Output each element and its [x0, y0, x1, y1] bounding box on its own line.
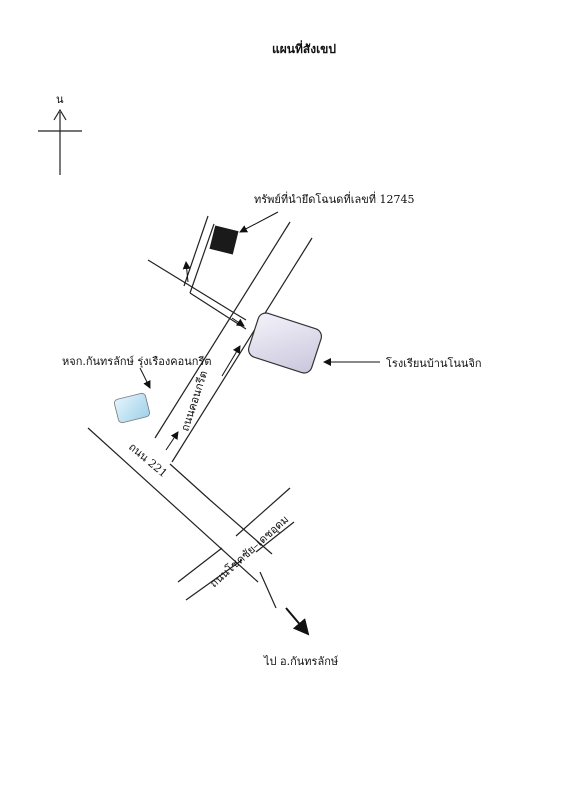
property-marker: [209, 225, 239, 255]
to-district-arrow: [285, 607, 310, 636]
company-pointer: [139, 367, 151, 389]
cross-road: [177, 487, 295, 609]
north-label: น: [56, 93, 64, 106]
school-label: โรงเรียนบ้านโนนจิก: [386, 357, 482, 370]
property-label: ทรัพย์ที่นำยึดโฉนดที่เลขที่ 12745: [254, 193, 415, 206]
route-arrow-2: [221, 345, 241, 377]
school-building: [247, 312, 323, 374]
concrete-road: [154, 221, 313, 463]
concrete-road-label: ถนนคอนกรีต: [178, 369, 210, 433]
route-arrow-3: [231, 317, 245, 327]
property-pointer: [239, 211, 279, 233]
to-district-label: ไป อ.กันทรลักษ์: [264, 655, 339, 668]
route-arrow-4: [182, 261, 191, 283]
route-arrow-1: [165, 431, 179, 451]
north-compass-icon: [38, 108, 82, 175]
page-title: แผนที่สังเขป: [272, 42, 336, 56]
road-221-label: ถนน 221: [126, 440, 170, 480]
company-label: หจก.กันทรลักษ์ รุ่งเรืองคอนกรีต: [62, 355, 212, 368]
road-221: [87, 427, 273, 583]
company-building: [114, 392, 150, 424]
